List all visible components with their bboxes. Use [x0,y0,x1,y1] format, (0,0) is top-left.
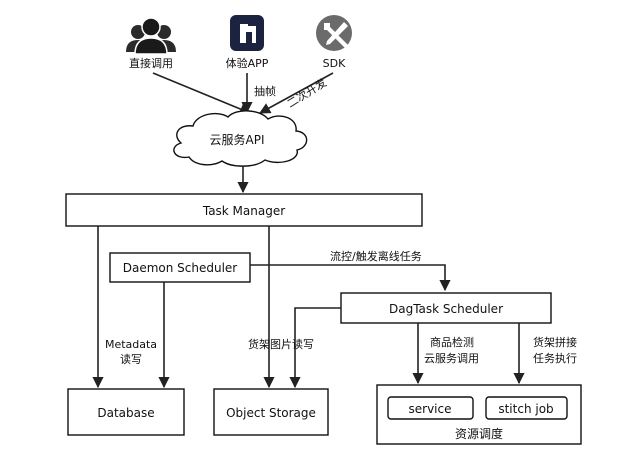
shelf-image-rw-label: 货架图片读写 [248,337,314,351]
metadata-rw-line2: 读写 [120,352,142,366]
shelf-stitch-line2: 任务执行 [533,351,577,365]
sdk-icon [316,15,352,51]
object-storage-box [213,388,329,436]
stitch-job-box [485,396,568,420]
metadata-rw-line1: Metadata [105,338,157,351]
experience-app-label: 体验APP [226,56,269,70]
database-label: Database [97,406,154,420]
app-icon [230,15,264,51]
task-manager-box [65,193,423,227]
direct-call-label: 直接调用 [129,56,173,70]
stitch-job-label: stitch job [498,402,553,416]
sdk-label: SDK [323,57,346,70]
arrow-direct-to-api [152,72,252,115]
secondary-dev-label: 二次开发 [284,75,329,110]
product-detect-line2: 云服务调用 [424,352,479,365]
task-manager-label: Task Manager [202,204,285,218]
dagtask-scheduler-box [340,292,552,324]
cloud-api-shape [173,110,308,167]
daemon-scheduler-box [109,252,251,283]
arrow-dagtask-to-storage [289,307,341,389]
product-detect-line1: 商品检测 [430,335,474,349]
shelf-stitch-line1: 货架拼接 [533,335,577,349]
dagtask-scheduler-label: DagTask Scheduler [389,302,503,316]
database-box [67,388,185,436]
object-storage-label: Object Storage [226,406,316,420]
users-icon [126,17,176,55]
resource-scheduling-label: 资源调度 [455,426,503,441]
service-box [387,396,474,420]
arrow-sdk-to-api [259,72,334,114]
flow-control-label: 流控/触发离线任务 [330,249,422,263]
daemon-scheduler-label: Daemon Scheduler [123,261,238,275]
arrow-daemon-to-dagtask [250,264,451,292]
cloud-api-label: 云服务API [210,132,265,147]
service-label: service [409,402,452,416]
frame-extract-label: 抽帧 [254,84,276,98]
